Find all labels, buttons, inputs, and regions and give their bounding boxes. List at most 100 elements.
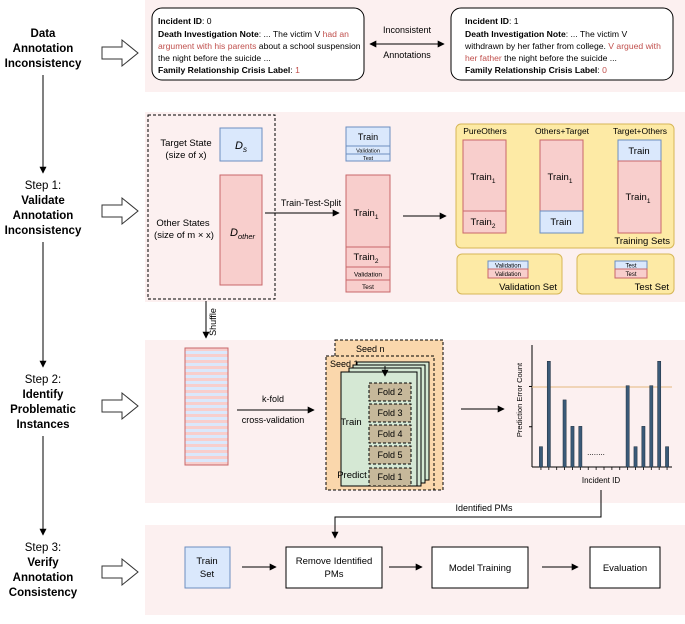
incident-right-note-2-seg-0: withdrawn by her father from college. (464, 41, 608, 51)
shuffle-stripe (185, 360, 228, 364)
incident-left-text: Incident ID: 0 Death Investigation Note:… (158, 16, 361, 75)
incident-right-note-3-seg-1: the night before the suicide ... (502, 53, 617, 63)
test-set-blue-label: Test (625, 264, 636, 270)
shuffle-stripe (185, 435, 228, 439)
hollow-arrow-step2 (101, 391, 139, 421)
incident-left-note-3-seg-0: the night before the suicide ... (158, 53, 271, 63)
small-validation-label: Validation (356, 149, 380, 155)
step1-line-1: Step 1: (25, 180, 61, 192)
step1-line-2: Validate (21, 195, 64, 207)
evaluation-label: Evaluation (603, 563, 647, 574)
chart-bar (546, 361, 551, 468)
kfold-label-1: k-fold (262, 394, 284, 404)
chart-bar (539, 446, 543, 468)
incident-left-label: Family Relationship Crisis Label: 1 (158, 65, 300, 75)
shuffle-stripe (185, 414, 228, 418)
targetothers-train1-label: Train1 (626, 192, 651, 205)
shuffle-stripe (185, 426, 228, 430)
small-train-label: Train (358, 132, 378, 142)
identified-pms-connector (331, 490, 602, 539)
target-state-label-1: Target State (160, 138, 211, 149)
fold-1-label: Fold 1 (377, 472, 402, 482)
incident-left-note-1-seg-0: : ... The victim V (259, 29, 323, 39)
shuffle-stripe (185, 357, 228, 361)
train-set-box (184, 546, 231, 589)
chart-ylabel: Prediction Error Count (515, 362, 524, 437)
fold-1-block (368, 467, 412, 487)
shuffle-stripe (185, 429, 228, 433)
hollow-arrow-step3 (101, 557, 139, 587)
fold-2-block (368, 382, 412, 402)
shuffle-stripe (185, 393, 228, 397)
shuffle-stripe (185, 381, 228, 385)
incident-left-note-1-seg-1: had an (323, 29, 350, 39)
fold-3-block (368, 403, 412, 423)
remove-pms-label-1: Remove Identified (296, 556, 373, 567)
step1-line-3: Annotation (13, 210, 74, 222)
small-split-stack: Train Validation Test (345, 126, 391, 162)
states-panel (147, 114, 276, 300)
incident-right-note-2: withdrawn by her father from college. V … (464, 41, 661, 51)
big-train2-label: Train2 (354, 252, 379, 265)
chart-bar (578, 426, 583, 468)
step1-label: Step 1: Validate Annotation Inconsistenc… (5, 180, 82, 237)
shuffle-stripe (185, 444, 228, 448)
small-test-label: Test (363, 156, 374, 162)
hollow-arrow-step1 (101, 196, 139, 226)
pureothers-train1-block (462, 139, 507, 212)
shuffle-stripe (185, 432, 228, 436)
step3-line-3: Annotation (13, 572, 74, 584)
shuffle-stripe (185, 462, 228, 466)
fold-3-label: Fold 3 (377, 408, 402, 418)
shuffle-stripe (185, 366, 228, 370)
fold-5-block (368, 445, 412, 465)
train-test-split-label: Train-Test-Split (281, 198, 342, 208)
small-test-block (345, 153, 391, 162)
otherstarget-train-block (539, 210, 584, 234)
dother-label: Dother (230, 227, 256, 241)
incident-right-note-1-seg-0: : ... The victim V (566, 29, 628, 39)
col-pureothers-header: PureOthers (463, 126, 506, 136)
incident-left-note-1: Death Investigation Note: ... The victim… (158, 29, 349, 39)
chart-bar (633, 446, 638, 468)
incident-box-right (450, 7, 674, 81)
targetothers-train-label: Train (628, 146, 649, 157)
remove-pms-box (285, 546, 383, 589)
ds-block (219, 127, 263, 162)
big-train1-label: Train1 (354, 208, 379, 221)
incident-right-note-3: her father the night before the suicide … (465, 53, 617, 63)
fold-blocks: Fold 2 Fold 3 Fold 4 Fold 5 Fold 1 (368, 382, 412, 487)
shuffle-stripe (185, 423, 228, 427)
otherstarget-train1-label: Train1 (548, 172, 573, 185)
shuffle-stripe (185, 405, 228, 409)
chart-xlabel: Incident ID (582, 476, 620, 485)
shuffle-stripe (185, 351, 228, 355)
step0-line-1: Data (31, 28, 57, 40)
shuffle-stripe (185, 459, 228, 463)
shuffle-stripe (185, 369, 228, 373)
chart-bar (649, 385, 654, 468)
ds-label: Ds (235, 140, 247, 154)
incident-right-text: Incident ID: 1 Death Investigation Note:… (464, 16, 661, 75)
shuffle-stripe (185, 372, 228, 376)
chart-bar (657, 361, 662, 468)
shuffle-stripe (185, 411, 228, 415)
chart-bar (570, 426, 575, 468)
error-count-chart: ........ (529, 345, 672, 470)
chart-bar (625, 385, 630, 468)
chart-bar (665, 446, 669, 468)
shuffle-stripe (185, 354, 228, 358)
validation-set-pink-label: Validation (495, 272, 521, 278)
test-set-pink (614, 268, 648, 279)
pureothers-train1-label: Train1 (471, 172, 496, 185)
cv-train-label: Train (340, 417, 361, 428)
otherstarget-train-label: Train (550, 217, 571, 228)
incident-right-note-2-seg-1: V argued with (608, 41, 661, 51)
shuffle-stripe (185, 447, 228, 451)
incident-left-note-2-seg-0: argument with his parents (158, 41, 256, 51)
big-validation-label: Validation (354, 272, 382, 279)
shuffle-stripe (185, 387, 228, 391)
fold-4-block (368, 424, 412, 444)
shuffle-stripe (185, 408, 228, 412)
